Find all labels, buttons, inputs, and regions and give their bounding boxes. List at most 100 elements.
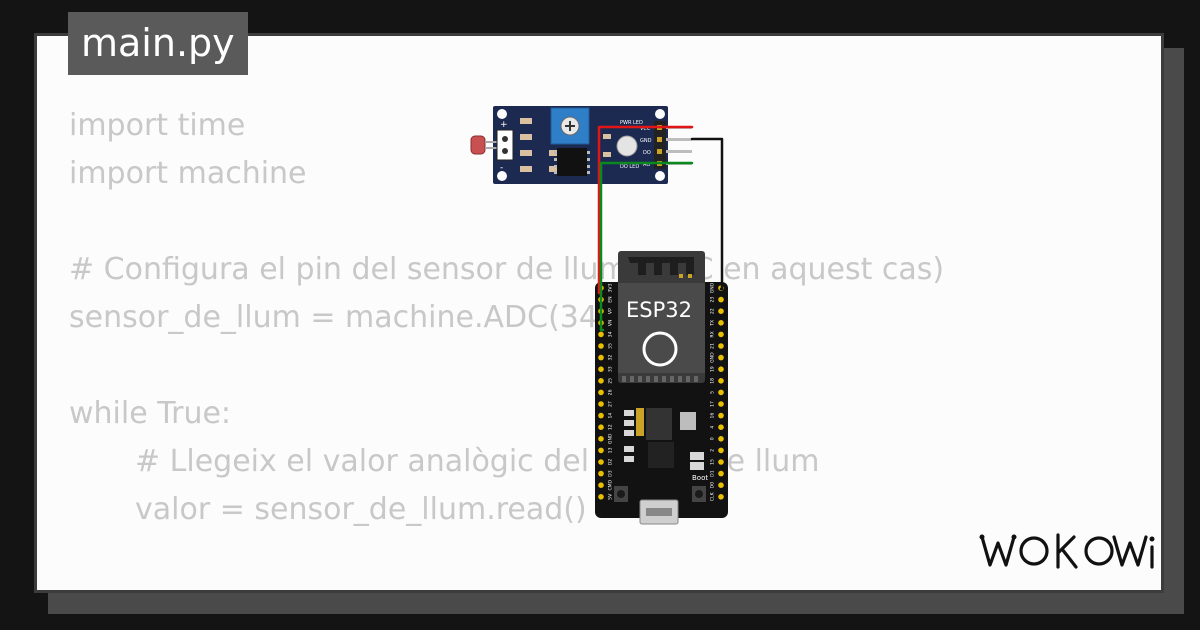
right-pin-label: 16 <box>710 413 716 419</box>
left-pin-label: 12 <box>608 424 614 430</box>
photoresistor-icon <box>470 135 497 155</box>
right-pin-label: CLK <box>710 491 716 501</box>
right-pin-2[interactable] <box>718 308 724 315</box>
esp32-shield <box>618 283 705 373</box>
left-pin-label: 5V <box>608 493 614 500</box>
right-pin-9[interactable] <box>718 389 724 396</box>
left-pin-label: 33 <box>608 366 614 372</box>
plus-mark: + <box>500 120 508 130</box>
right-pin-11[interactable] <box>718 412 724 419</box>
file-tab[interactable]: main.py <box>68 12 248 75</box>
pin-label-gnd: GND <box>640 138 652 144</box>
left-pin-dots <box>598 285 604 500</box>
right-pin-label: 22 <box>710 308 716 314</box>
chip-label: ESP32 <box>626 298 692 322</box>
minus-mark: - <box>500 163 503 173</box>
right-pin-7[interactable] <box>718 366 724 373</box>
right-pin-label: 2 <box>710 449 716 452</box>
comparator-chip <box>557 148 587 176</box>
right-pin-8[interactable] <box>718 378 724 384</box>
right-pin-label: D0 <box>710 482 716 489</box>
potentiometer <box>550 107 590 145</box>
left-pin-7[interactable] <box>598 366 604 373</box>
left-pin-8[interactable] <box>598 378 604 384</box>
left-pin-label: 25 <box>608 378 614 384</box>
left-pin-11[interactable] <box>598 412 604 419</box>
left-pin-5[interactable] <box>598 343 604 349</box>
left-pin-label: 35 <box>608 343 614 349</box>
code-line: while True: <box>69 396 232 431</box>
right-pin-label: D1 <box>710 470 716 477</box>
right-pin-label: 18 <box>710 378 716 384</box>
left-pin-14[interactable] <box>598 447 604 454</box>
right-pin-12[interactable] <box>718 424 724 431</box>
right-pin-14[interactable] <box>718 447 724 454</box>
right-pin-label: 0 <box>710 437 716 440</box>
light-sensor-module[interactable]: + - PWR LED DO LED <box>470 106 692 184</box>
regulator-chip <box>646 408 696 440</box>
right-pin-label: 5 <box>710 391 716 394</box>
left-pin-label: CMD <box>608 479 614 490</box>
left-pin-16[interactable] <box>598 470 604 477</box>
wire-gnd <box>690 137 724 291</box>
code-line: # Imprimeix el valor de llum <box>69 582 944 590</box>
pwr-led-label: PWR LED <box>620 120 643 126</box>
left-pin-label: D3 <box>608 470 614 477</box>
left-pin-15[interactable] <box>598 459 604 465</box>
right-pin-5[interactable] <box>718 343 724 349</box>
right-pin-15[interactable] <box>718 459 724 465</box>
left-pin-9[interactable] <box>598 389 604 396</box>
pin-label-vcc: VCC <box>640 126 651 132</box>
left-pin-label: 14 <box>608 413 614 419</box>
code-line: valor = sensor_de_llum.read() <box>135 492 587 527</box>
left-pin-label: VP <box>608 308 614 314</box>
right-pin-18[interactable] <box>718 494 724 500</box>
left-pin-4[interactable] <box>598 331 604 338</box>
right-pin-1[interactable] <box>718 296 724 303</box>
right-pin-label: 21 <box>710 343 716 349</box>
boot-label: Boot <box>692 474 708 482</box>
right-pin-16[interactable] <box>718 470 724 477</box>
right-pin-13[interactable] <box>718 436 724 442</box>
left-pin-6[interactable] <box>598 354 604 361</box>
wokwi-logo <box>979 533 1155 569</box>
left-pin-labels: 3V3ENVPVN343532332526271412GND13D2D3CMD5… <box>608 283 614 499</box>
esp32-board[interactable]: ESP32 3V3ENVPVN343532332526271412GND13D2… <box>595 251 728 525</box>
left-pin-label: 27 <box>608 401 614 407</box>
left-pin-10[interactable] <box>598 401 604 407</box>
right-pin-4[interactable] <box>718 331 724 338</box>
code-line: import machine <box>69 156 307 191</box>
left-pin-label: VN <box>608 320 614 327</box>
left-pin-label: D2 <box>608 459 614 466</box>
right-pin-label: GND <box>710 352 716 363</box>
left-pin-label: 32 <box>608 355 614 361</box>
right-pin-label: 15 <box>710 459 716 465</box>
right-pin-10[interactable] <box>718 401 724 407</box>
sensor-pin-header <box>654 121 666 169</box>
wires <box>597 125 724 332</box>
code-line: import time <box>69 108 246 143</box>
left-pin-label: 3V3 <box>608 283 614 292</box>
right-pin-label: 4 <box>710 426 716 429</box>
left-pin-label: 13 <box>608 447 614 453</box>
pin-label-ao: AO <box>643 162 650 168</box>
left-pin-18[interactable] <box>598 494 604 500</box>
left-pin-17[interactable] <box>598 482 604 489</box>
right-pin-3[interactable] <box>718 320 724 326</box>
voltage-regulator <box>680 412 696 430</box>
espressif-logo-icon <box>642 331 678 367</box>
right-pin-label: 19 <box>710 366 716 372</box>
right-pin-6[interactable] <box>718 354 724 361</box>
power-led-icon <box>616 135 638 157</box>
usb-uart-chip <box>648 442 674 468</box>
right-pin-label: RX <box>710 331 716 337</box>
right-pin-17[interactable] <box>718 482 724 489</box>
sensor-board <box>493 106 668 184</box>
left-pin-label: GND <box>608 433 614 444</box>
right-pin-label: GND <box>710 282 716 293</box>
left-pin-13[interactable] <box>598 436 604 442</box>
left-pin-12[interactable] <box>598 424 604 431</box>
code-line: sensor_de_llum = machine.ADC(34) <box>69 300 610 335</box>
